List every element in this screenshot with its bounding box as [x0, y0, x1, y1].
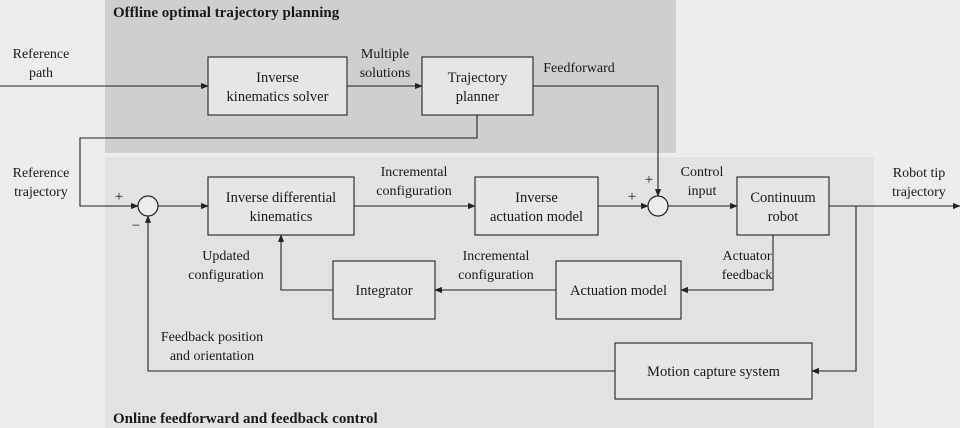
incremental-config-bottom-label-2: configuration — [458, 268, 533, 283]
traj-planner-line-2: planner — [456, 89, 500, 105]
incremental-config-bottom-label-1: Incremental — [463, 249, 530, 264]
ik-solver-block: Inverse kinematics solver — [207, 56, 348, 116]
reference-path-label-2: path — [29, 66, 53, 81]
updated-config-label-2: configuration — [188, 268, 263, 283]
actuator-feedback-arrow — [680, 235, 774, 294]
offline-region-title: Offline optimal trajectory planning — [113, 5, 340, 21]
motion-capture-label: Motion capture system — [647, 364, 781, 380]
multiple-solutions-label-2: solutions — [360, 66, 411, 81]
inv-diff-kin-line-1: Inverse differential — [226, 190, 336, 206]
summing-junction-control — [647, 195, 669, 217]
reference-trajectory-arrow — [79, 115, 478, 210]
measurement-arrow — [811, 206, 857, 375]
robot-tip-label-1: Robot tip — [893, 166, 946, 181]
sum1-plus-sign: + — [115, 189, 123, 205]
inv-act-model-line-1: Inverse — [515, 190, 558, 206]
feedback-pos-label-1: Feedback position — [161, 330, 263, 345]
continuum-robot-line-1: Continuum — [750, 190, 816, 206]
reference-trajectory-label-2: trajectory — [14, 185, 68, 200]
offline-planning-region — [105, 0, 676, 153]
feedback-pos-label-2: and orientation — [170, 349, 254, 364]
sum2-plus-top-sign: + — [645, 172, 653, 188]
feedforward-arrow — [533, 85, 662, 197]
robot-tip-label-2: trajectory — [892, 185, 946, 200]
control-input-label-2: input — [688, 184, 717, 199]
updated-config-label-1: Updated — [202, 249, 249, 264]
actuation-model-block: Actuation model — [555, 260, 682, 320]
continuum-robot-line-2: robot — [768, 209, 799, 225]
actuation-model-label: Actuation model — [570, 283, 667, 299]
control-input-label-1: Control — [681, 165, 724, 180]
continuum-robot-block: Continuum robot — [736, 176, 830, 236]
reference-path-label-1: Reference — [13, 47, 70, 62]
incremental-config-top-label-2: configuration — [376, 184, 451, 199]
actuator-feedback-label-1: Actuator — [723, 249, 772, 264]
integrator-block: Integrator — [332, 260, 436, 320]
reference-trajectory-label-1: Reference — [13, 166, 70, 181]
motion-capture-block: Motion capture system — [614, 342, 813, 400]
incremental-config-top-label-1: Incremental — [381, 165, 448, 180]
summing-junction-feedback — [137, 195, 159, 217]
integrator-label: Integrator — [355, 283, 412, 299]
actuator-feedback-label-2: feedback — [722, 268, 773, 283]
trajectory-planner-block: Trajectory planner — [421, 56, 534, 116]
traj-planner-line-1: Trajectory — [448, 70, 509, 86]
sum1-minus-sign: − — [132, 218, 140, 234]
feedback-position-arrow — [144, 215, 615, 372]
online-region-title: Online feedforward and feedback control — [113, 411, 378, 427]
multiple-solutions-label-1: Multiple — [361, 47, 409, 62]
sum2-plus-left-sign: + — [628, 189, 636, 205]
ik-solver-line-1: Inverse — [256, 70, 299, 86]
inv-diff-kin-line-2: kinematics — [250, 209, 313, 225]
ik-solver-line-2: kinematics solver — [227, 89, 329, 105]
feedforward-label: Feedforward — [543, 61, 615, 76]
inv-act-model-line-2: actuation model — [490, 209, 583, 225]
inverse-actuation-model-block: Inverse actuation model — [474, 176, 599, 236]
inverse-differential-kinematics-block: Inverse differential kinematics — [207, 176, 355, 236]
updated-config-arrow — [277, 234, 333, 291]
